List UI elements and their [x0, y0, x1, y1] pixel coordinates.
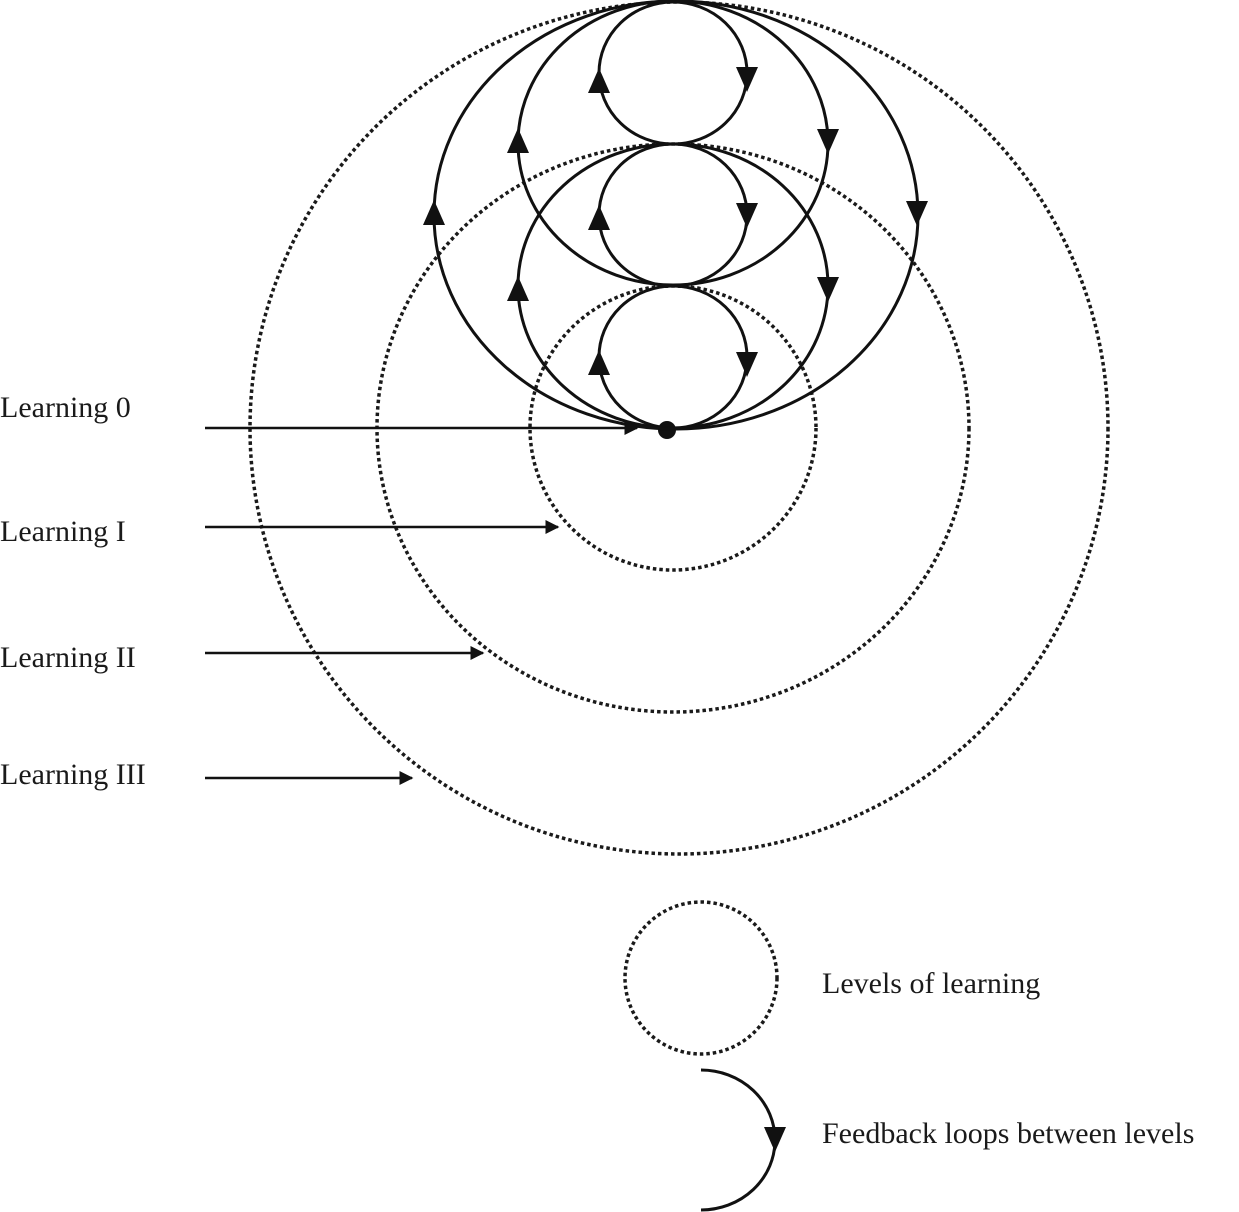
arrowhead-down — [736, 352, 758, 377]
feedback-loop-large — [432, 0, 920, 431]
arrowhead-up — [507, 276, 529, 301]
level-label-learning-0: Learning 0 — [0, 391, 131, 424]
arrowhead-down — [817, 129, 839, 154]
feedback-loop-small-1 — [597, 284, 749, 430]
arrowhead-up — [588, 68, 610, 93]
level-circle-learning-iii — [248, 0, 1110, 856]
arrowhead-up — [507, 128, 529, 153]
legend-feedback-label: Feedback loops between levels — [822, 1117, 1194, 1150]
legend-feedback-symbol — [700, 1068, 777, 1212]
loop-arrowheads — [423, 67, 928, 377]
arrowhead-up — [588, 350, 610, 375]
arrowhead-up — [423, 200, 445, 225]
legend-level-symbol — [623, 900, 779, 1056]
legend-levels-label: Levels of learning — [822, 967, 1040, 1000]
level-label-learning-ii: Learning II — [0, 641, 136, 674]
feedback-loops — [432, 0, 920, 431]
arrowhead-down — [906, 201, 928, 226]
level-label-learning-i: Learning I — [0, 515, 126, 548]
feedback-loop-small-2 — [597, 142, 749, 288]
legend: Levels of learning Feedback loops betwee… — [623, 900, 1194, 1212]
arrowhead-down — [817, 277, 839, 302]
level-labels: Learning 0 Learning I Learning II Learni… — [0, 391, 639, 791]
arrowhead-down — [736, 67, 758, 92]
legend-feedback-arrowhead — [764, 1127, 786, 1152]
level-label-learning-iii: Learning III — [0, 758, 146, 791]
arrowhead-up — [588, 205, 610, 230]
feedback-loop-small-3 — [597, 0, 749, 146]
arrowhead-down — [736, 203, 758, 228]
